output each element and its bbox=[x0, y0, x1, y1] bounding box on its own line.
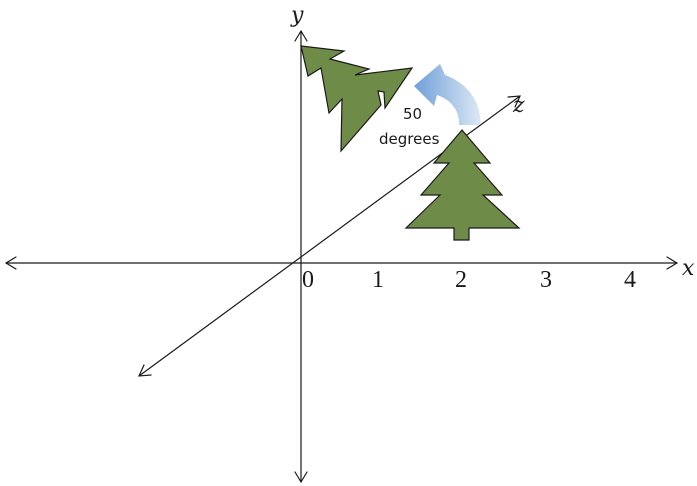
rotation-angle-value: 50 bbox=[403, 105, 422, 123]
x-tick-4: 4 bbox=[624, 267, 636, 293]
y-axis-bottom-arrowhead bbox=[294, 471, 308, 484]
z-axis-label: z bbox=[512, 93, 525, 118]
y-axis-label: y bbox=[290, 3, 304, 28]
x-tick-1: 1 bbox=[372, 267, 384, 293]
rotated-tree bbox=[300, 45, 414, 153]
x-axis-left-arrowhead bbox=[4, 256, 17, 270]
z-axis-upper-arrowhead bbox=[507, 95, 521, 108]
x-axis bbox=[4, 256, 679, 270]
upright-tree bbox=[404, 129, 521, 241]
rotation-angle-unit: degrees bbox=[379, 130, 440, 148]
rotation-arrow bbox=[414, 64, 481, 125]
x-tick-0: 0 bbox=[302, 267, 314, 293]
x-tick-3: 3 bbox=[540, 267, 552, 293]
x-axis-label: x bbox=[682, 256, 695, 281]
z-axis-lower-arrowhead bbox=[138, 364, 152, 377]
x-axis-right-arrowhead bbox=[666, 256, 679, 270]
x-tick-2: 2 bbox=[455, 267, 467, 293]
y-axis-top-arrowhead bbox=[294, 29, 308, 42]
